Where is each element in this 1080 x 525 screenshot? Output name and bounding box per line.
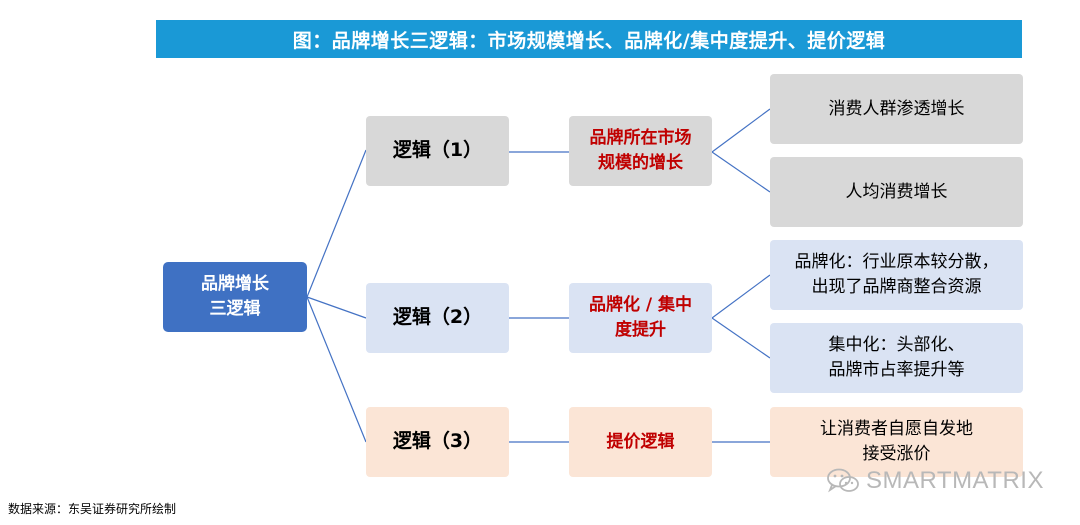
logic-node-2: 逻辑（2）: [366, 283, 509, 353]
leaf-node-4: 集中化：头部化、 品牌市占率提升等: [770, 323, 1023, 393]
leaf-node-5-line1: 让消费者自愿自发地: [820, 419, 973, 440]
root-node: 品牌增长 三逻辑: [163, 262, 307, 332]
leaf-node-1-line1: 消费人群渗透增长: [828, 98, 965, 119]
connector-mid2-leaf4: [711, 317, 771, 359]
mid-node-3-line1: 提价逻辑: [606, 431, 675, 452]
connector-mid2-leaf3: [711, 274, 771, 319]
leaf-node-3-line1: 品牌化：行业原本较分散，: [794, 252, 999, 273]
leaf-node-2-line1: 人均消费增长: [845, 181, 948, 202]
mid-node-2-line2: 度提升: [614, 320, 666, 340]
leaf-node-1: 消费人群渗透增长: [770, 74, 1023, 144]
mid-node-2-line1: 品牌化 / 集中: [588, 295, 693, 316]
logic-node-1: 逻辑（1）: [366, 116, 509, 186]
connector-mid1-leaf1: [711, 108, 771, 153]
connector-root-logic3: [306, 296, 367, 443]
mid-node-2: 品牌化 / 集中 度提升: [569, 283, 712, 353]
leaf-node-5-line2: 接受涨价: [862, 444, 931, 464]
mid-node-1: 品牌所在市场 规模的增长: [569, 116, 712, 186]
connector-root-logic2: [306, 296, 367, 319]
leaf-node-4-line2: 品牌市占率提升等: [828, 360, 965, 380]
leaf-node-2: 人均消费增长: [770, 157, 1023, 227]
watermark-text: SMARTMATRIX: [866, 467, 1044, 494]
root-line2: 三逻辑: [209, 299, 261, 319]
mid-node-3: 提价逻辑: [569, 407, 712, 477]
mid-node-1-line1: 品牌所在市场: [589, 128, 692, 149]
connector-mid1-leaf2: [711, 151, 771, 193]
watermark: SMARTMATRIX: [826, 464, 1044, 498]
logic-node-3: 逻辑（3）: [366, 407, 509, 477]
mid-node-1-line2: 规模的增长: [598, 153, 683, 173]
leaf-node-5: 让消费者自愿自发地 接受涨价: [770, 407, 1023, 477]
wechat-icon: [827, 468, 859, 493]
connector-root-logic1: [306, 149, 367, 298]
root-line1: 品牌增长: [201, 274, 269, 295]
leaf-node-3-line2: 出现了品牌商整合资源: [811, 277, 982, 297]
leaf-node-3: 品牌化：行业原本较分散， 出现了品牌商整合资源: [770, 240, 1023, 310]
diagram-title: 图：品牌增长三逻辑：市场规模增长、品牌化/集中度提升、提价逻辑: [156, 20, 1022, 58]
source-note: 数据来源：东吴证券研究所绘制: [8, 502, 177, 516]
leaf-node-4-line1: 集中化：头部化、: [828, 335, 965, 356]
